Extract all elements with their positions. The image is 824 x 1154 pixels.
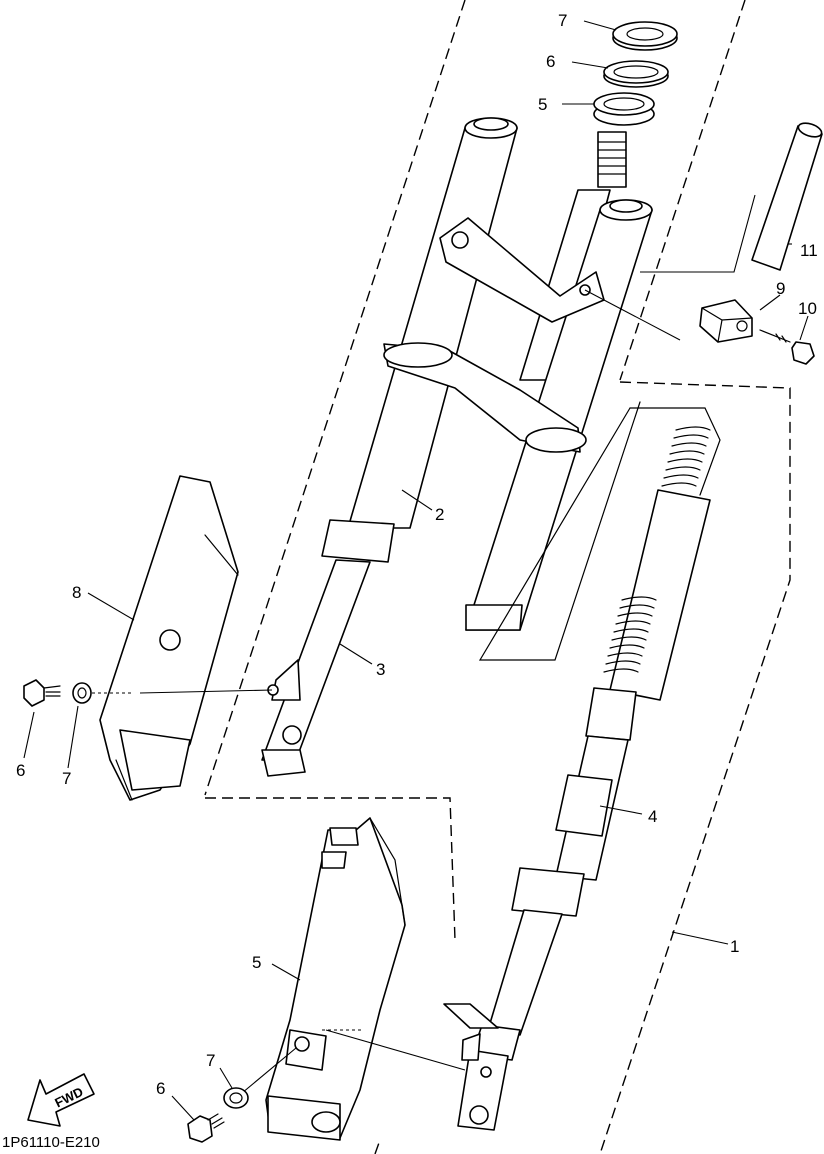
callout-11: 11 [800,241,818,260]
bearing-6 [603,60,669,88]
fork-tube-left [347,117,518,529]
fwd-arrow-icon: FWD [27,1073,95,1127]
upper-bracket [439,217,605,323]
callout-9: 9 [776,279,785,298]
callout-leaders [23,20,809,1121]
bearing-race-5 [593,92,655,126]
washer-left [72,682,92,704]
callout-7-top: 7 [558,11,567,30]
callout-2: 2 [435,505,444,524]
callout-10: 10 [798,299,817,318]
fork-cover-left [99,475,239,801]
washer-lower [223,1087,249,1109]
callout-5-top: 5 [538,95,547,114]
callout-6-left: 6 [16,761,25,780]
damper-spring-lower [603,596,657,673]
callout-6-top: 6 [546,52,555,71]
bolt-left [23,679,61,707]
fork-boot-right [478,401,711,701]
assembly-outline-damper [374,381,791,1154]
clamp-9 [699,299,753,343]
callout-7-left: 7 [62,769,71,788]
callout-4: 4 [648,807,657,826]
callout-3: 3 [376,660,385,679]
steering-stem [519,131,627,381]
fork-cover-lower [265,817,406,1141]
bolt-lower [187,1113,225,1143]
tube-11 [751,122,823,271]
under-bracket [383,342,587,453]
bearing-race-7 [612,21,678,51]
screw-10 [759,329,815,365]
assembly-outline-upper [204,0,746,941]
callout-7-bottom: 7 [206,1051,215,1070]
callout-1: 1 [730,937,739,956]
callout-6-bottom: 6 [156,1079,165,1098]
damper-rod [443,687,637,1131]
diagram-code: 1P61110-E210 [2,1134,100,1151]
callout-5-bottom: 5 [252,953,261,972]
callout-8: 8 [72,583,81,602]
damper-spring-upper [629,407,721,496]
